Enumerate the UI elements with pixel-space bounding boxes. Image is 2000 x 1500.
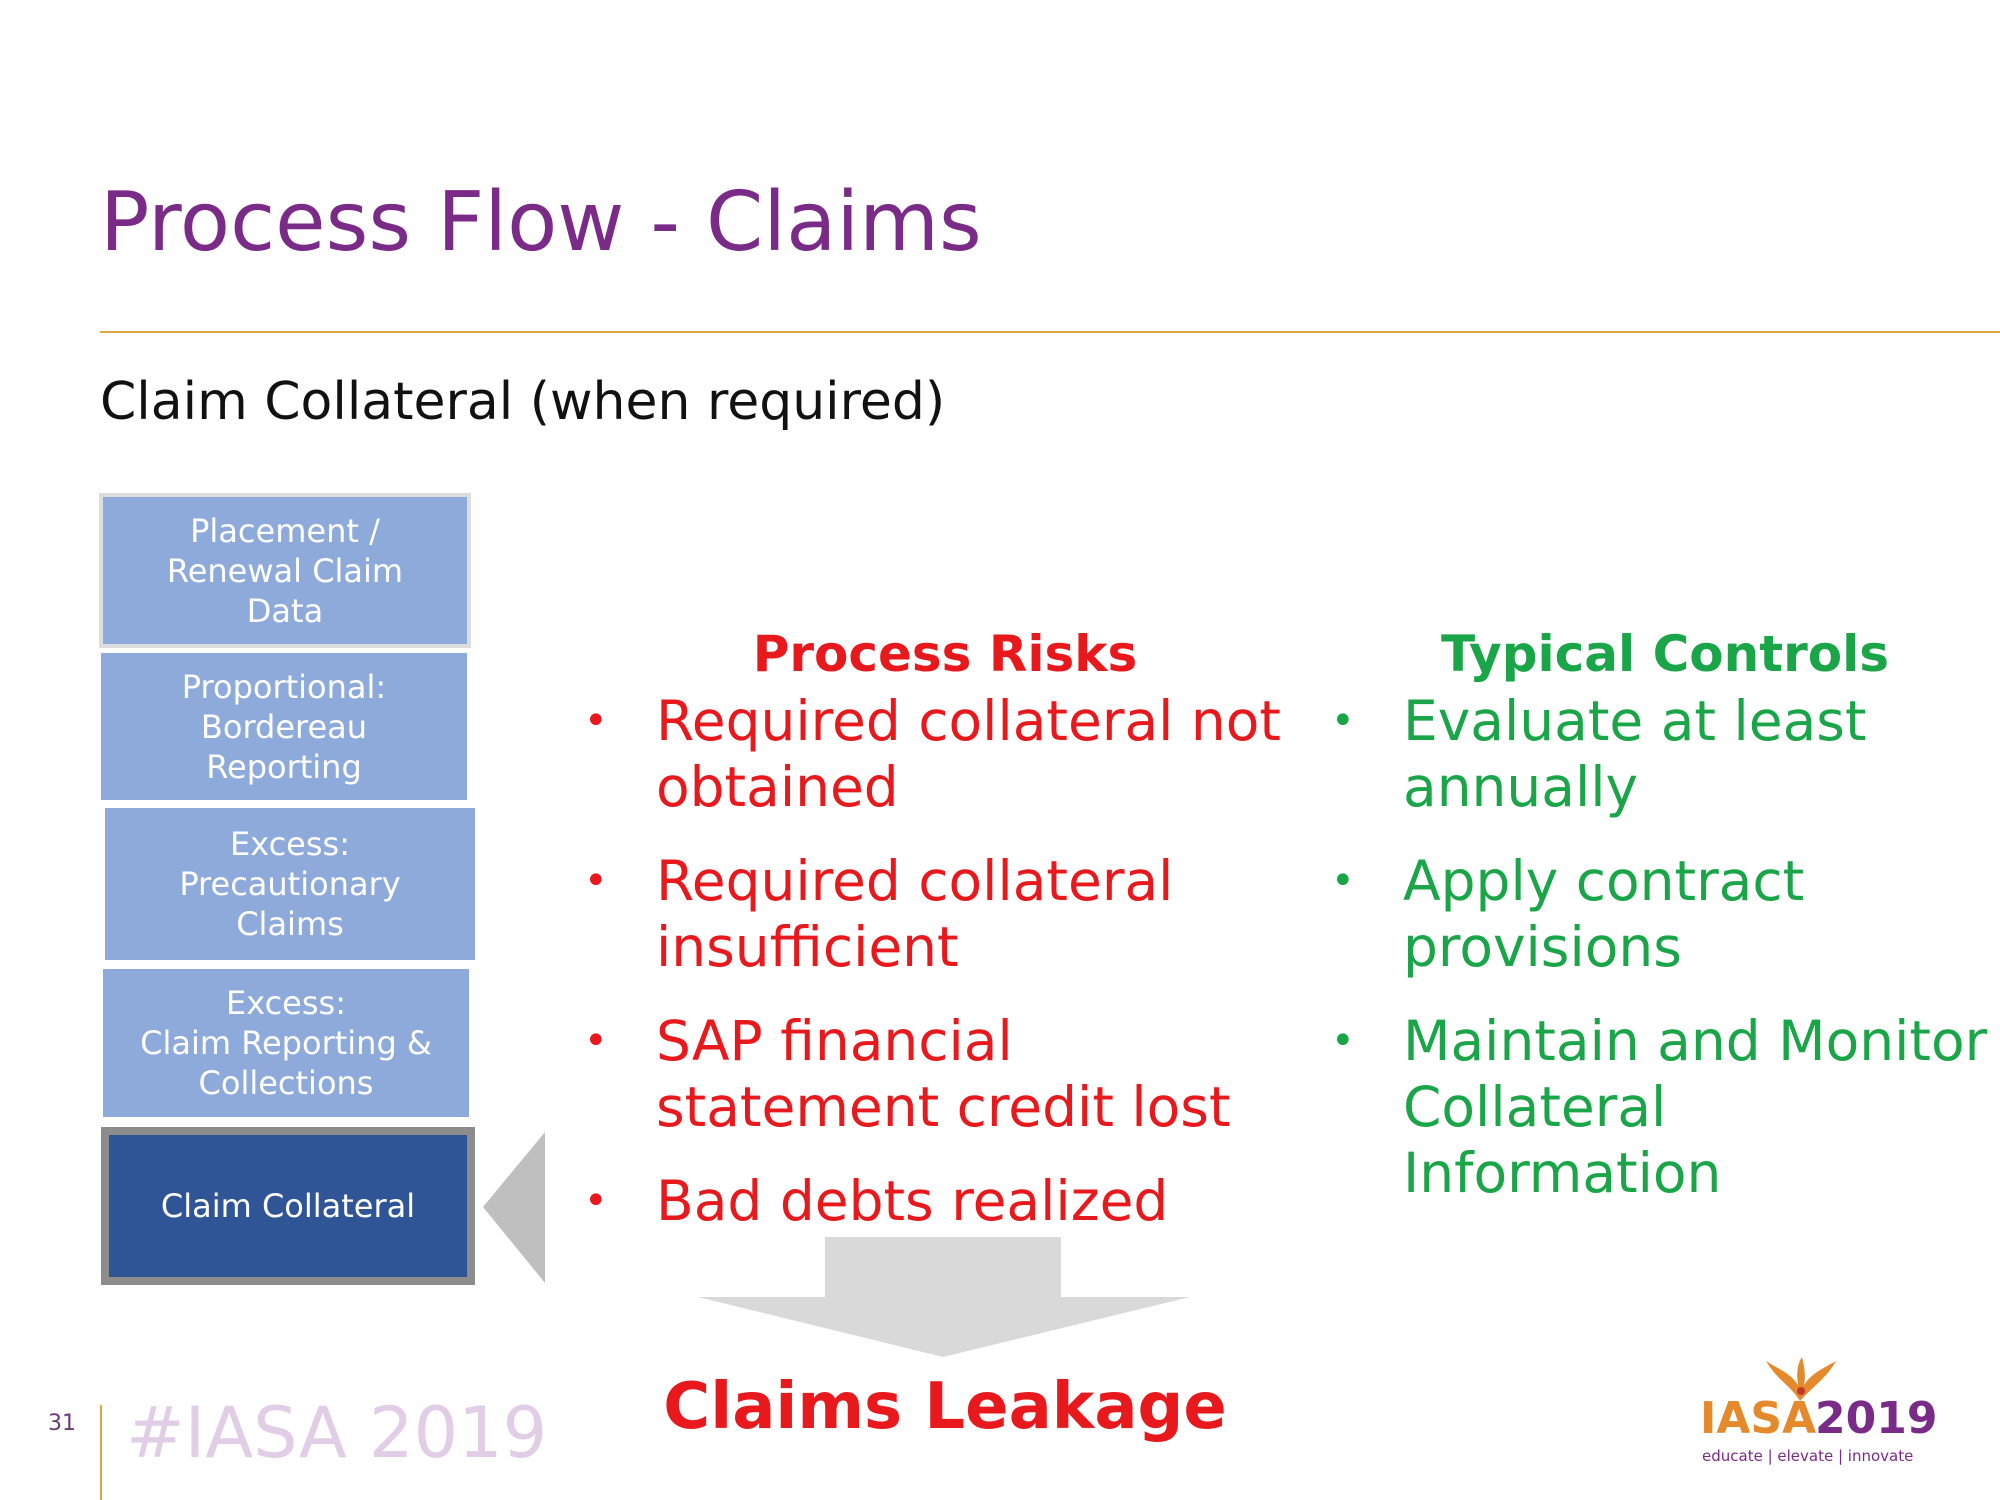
bullet-icon: • xyxy=(584,698,608,744)
typical-controls-list: •Evaluate at least annually •Apply contr… xyxy=(1331,688,1993,1234)
flow-step-claim-collateral: Claim Collateral xyxy=(101,1127,475,1285)
risk-item: •SAP financial statement credit lost xyxy=(584,1009,1231,1139)
bullet-icon: • xyxy=(1331,698,1355,744)
risk-item: •Bad debts realized xyxy=(584,1169,1169,1233)
bullet-icon: • xyxy=(584,1178,608,1224)
flow-step-precautionary: Excess: Precautionary Claims xyxy=(105,808,475,960)
bullet-icon: • xyxy=(584,1018,608,1064)
logo-tagline: educate | elevate | innovate xyxy=(1702,1447,1914,1465)
claims-leakage-label: Claims Leakage xyxy=(663,1370,1227,1444)
slide-subtitle: Claim Collateral (when required) xyxy=(100,372,946,432)
control-item: •Maintain and Monitor Collateral Informa… xyxy=(1331,1009,1988,1205)
flow-step-proportional: Proportional: Bordereau Reporting xyxy=(101,653,467,800)
logo-year: 2019 xyxy=(1815,1393,1938,1444)
title-divider xyxy=(100,331,2000,333)
process-risks-list: •Required collateral not obtained •Requi… xyxy=(584,688,1306,1262)
footer-divider xyxy=(100,1405,102,1500)
risk-item: •Required collateral insufficient xyxy=(584,849,1174,979)
logo-word: IASA xyxy=(1700,1393,1817,1444)
down-arrow-icon xyxy=(698,1237,1190,1357)
control-item: •Evaluate at least annually xyxy=(1331,689,1867,819)
left-pointer-arrow-icon xyxy=(483,1132,545,1283)
slide-title: Process Flow - Claims xyxy=(100,175,982,270)
bullet-icon: • xyxy=(584,858,608,904)
control-item: •Apply contract provisions xyxy=(1331,849,1805,979)
flow-step-placement: Placement / Renewal Claim Data xyxy=(99,493,471,648)
page-number: 31 xyxy=(48,1411,76,1436)
bullet-icon: • xyxy=(1331,858,1355,904)
event-hashtag: #IASA 2019 xyxy=(126,1392,548,1474)
iasa-logo: IASA 2019 educate | elevate | innovate xyxy=(1700,1355,1937,1465)
phoenix-icon xyxy=(1766,1357,1836,1401)
flow-step-claim-reporting: Excess: Claim Reporting & Collections xyxy=(103,969,469,1117)
bullet-icon: • xyxy=(1331,1018,1355,1064)
typical-controls-heading: Typical Controls xyxy=(1440,625,1890,683)
process-risks-heading: Process Risks xyxy=(752,625,1138,683)
risk-item: •Required collateral not obtained xyxy=(584,689,1281,819)
